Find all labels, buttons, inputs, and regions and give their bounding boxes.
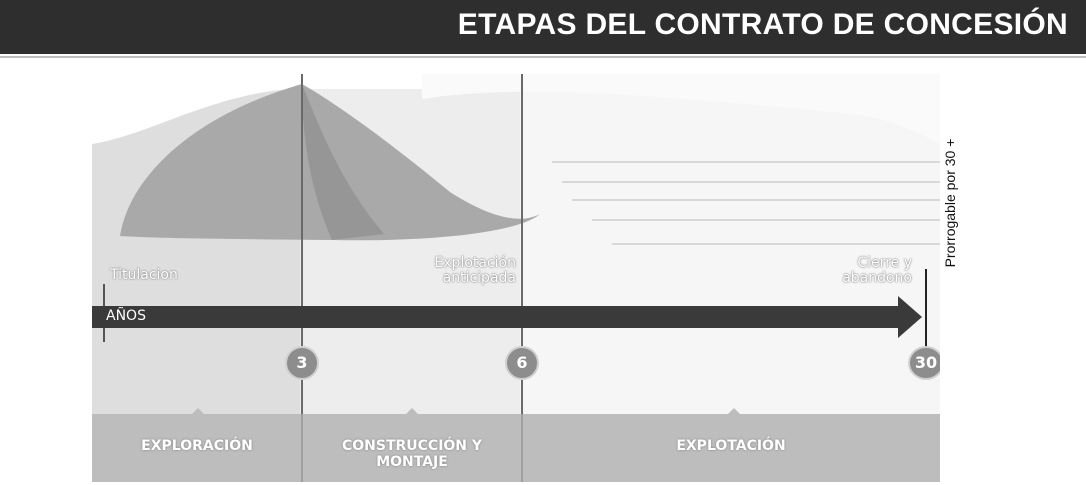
- event-explotacion-anticipada: Explotación anticipada: [400, 255, 516, 287]
- notch-1: [192, 408, 204, 414]
- phase-explotacion: EXPLOTACIÓN: [676, 438, 786, 454]
- phase-construccion-montaje: CONSTRUCCIÓN Y MONTAJE: [312, 438, 512, 470]
- notch-3: [728, 408, 740, 414]
- event-titulacion: Titulacion: [110, 267, 178, 283]
- event-cierre-abandono: Cierre y abandono: [804, 255, 912, 287]
- background-texture: [552, 161, 940, 245]
- cloud-shape: [422, 74, 940, 144]
- event-explotacion-anticipada-line2: anticipada: [442, 270, 516, 287]
- title-bar: ETAPAS DEL CONTRATO DE CONCESIÓN: [0, 0, 1086, 54]
- event-cierre-line2: abandono: [842, 270, 912, 287]
- phase-exploracion: EXPLORACIÓN: [141, 438, 253, 454]
- axis-label-anos: AÑOS: [106, 308, 146, 324]
- timeline-arrowhead: [898, 296, 922, 338]
- event-cierre-line1: Cierre y: [857, 255, 912, 271]
- mountain-shadow: [302, 84, 384, 240]
- event-explotacion-anticipada-line1: Explotación: [434, 255, 516, 271]
- timeline-graphic: [92, 74, 940, 482]
- extension-note-text: Prorrogable por 30 +: [942, 138, 958, 268]
- milestone-year-3: 3: [285, 346, 319, 380]
- phase-construccion-line1: CONSTRUCCIÓN Y: [341, 438, 483, 454]
- timeline-diagram: Titulacion Explotación anticipada Cierre…: [92, 74, 940, 482]
- title-divider: [0, 56, 1086, 58]
- milestone-year-6: 6: [505, 346, 539, 380]
- extension-note: Prorrogable por 30 +: [937, 118, 963, 288]
- milestone-year-30: 30: [908, 346, 940, 380]
- phase-band: [92, 414, 940, 482]
- timeline-arrow-body: [92, 306, 900, 328]
- phase-construccion-line2: MONTAJE: [376, 454, 448, 471]
- notch-2: [406, 408, 418, 414]
- page-title: ETAPAS DEL CONTRATO DE CONCESIÓN: [457, 8, 1068, 41]
